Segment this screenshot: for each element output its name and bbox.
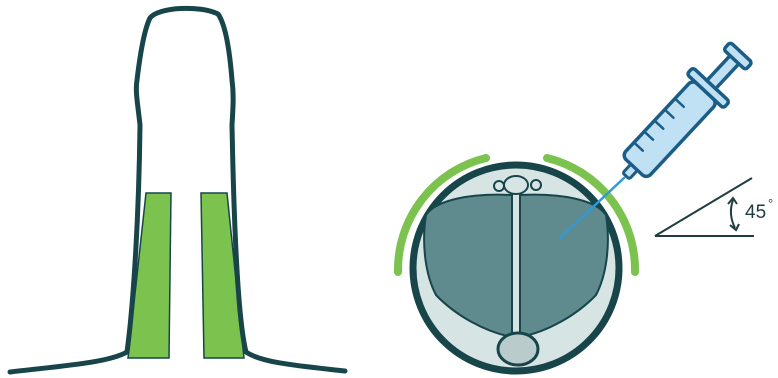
- angle-value: 45: [745, 202, 766, 223]
- angle-arc-arrow: [731, 200, 735, 228]
- right-dorsal-artery: [531, 180, 541, 190]
- syringe: [608, 35, 760, 193]
- syringe-barrel: [622, 80, 718, 179]
- angle-unit: °: [768, 196, 773, 211]
- cross-section: [398, 158, 635, 371]
- penis-side-view: [10, 8, 345, 372]
- corpus-spongiosum: [498, 333, 538, 365]
- dorsal-vein: [504, 176, 528, 194]
- penis-outline: [10, 8, 345, 372]
- left-dorsal-artery: [494, 181, 504, 191]
- angle-indicator: 45 °: [655, 178, 773, 236]
